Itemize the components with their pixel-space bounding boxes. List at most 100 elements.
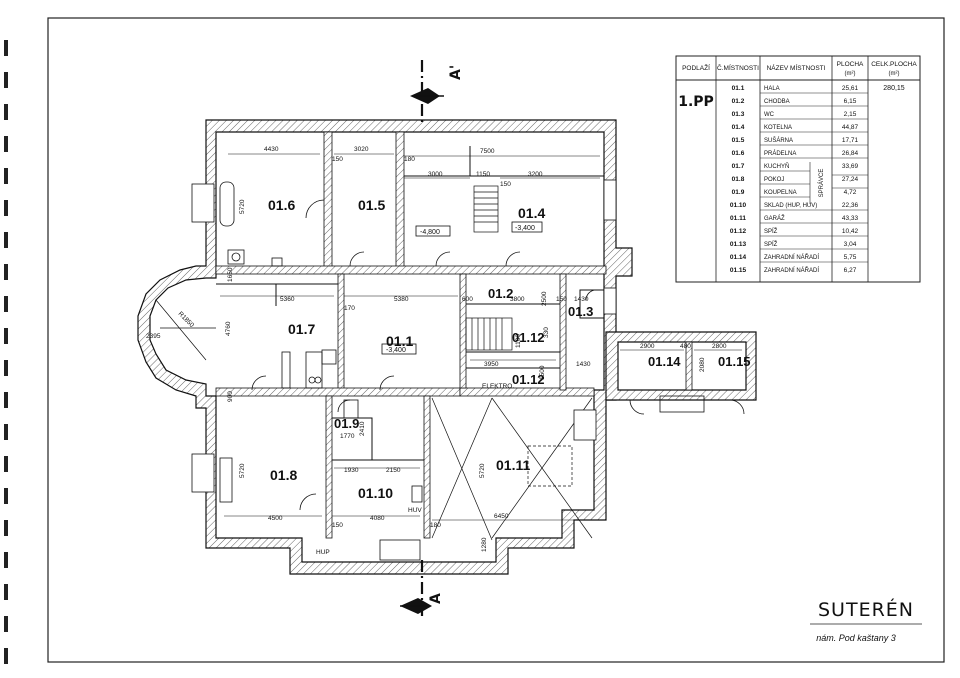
dim-1930: 1930 (344, 467, 359, 474)
room-label-01-6: 01.6 (268, 197, 295, 213)
legend-row-name: ZAHRADNÍ NÁŘADÍ (764, 266, 819, 274)
dim-1500: 1500 (539, 365, 546, 380)
room-label-01-12b: 01.12 (512, 372, 545, 387)
legend-row-area: 6,27 (844, 267, 857, 274)
room-labels: 01.6 01.5 01.4 01.7 01.1 01.2 01.3 01.12… (268, 197, 751, 501)
dim-3020: 3020 (354, 146, 369, 153)
legend-row-name: KOUPELNA (764, 190, 797, 196)
legend-row-number: 01.13 (730, 241, 747, 248)
level-markers: -4,800 -3,400 -3,400 (386, 225, 535, 354)
dim-180-a: 180 (404, 156, 415, 163)
legend-row-number: 01.3 (732, 111, 745, 118)
dim-1650: 1650 (227, 267, 234, 282)
dim-3800: 3800 (510, 296, 525, 303)
legend-row-area: 3,04 (844, 241, 857, 248)
dim-2395: 2395 (146, 333, 161, 340)
garage-markings (431, 397, 593, 541)
dim-4500: 4500 (268, 515, 283, 522)
legend-row-number: 01.10 (730, 202, 747, 209)
dim-radius: R1850 (177, 310, 196, 329)
legend-row-area: 26,84 (842, 150, 859, 157)
room-label-01-1: 01.1 (386, 333, 413, 349)
room-label-01-7: 01.7 (288, 321, 315, 337)
dim-600: 600 (462, 296, 473, 303)
legend-row-number: 01.5 (732, 137, 745, 144)
level-kotelna: -4,800 (420, 229, 440, 236)
legend-row-area: 17,71 (842, 137, 859, 144)
dim-4430: 4430 (264, 146, 279, 153)
dimensions: 4430 3020 7500 150 180 3000 1150 3200 15… (146, 146, 742, 552)
legend-row-number: 01.14 (730, 254, 747, 261)
room-label-01-14: 01.14 (648, 354, 681, 369)
label-huv: HUV (408, 507, 422, 514)
legend-row-name: WC (764, 112, 775, 118)
room-label-01-4: 01.4 (518, 205, 545, 221)
legend-row-number: 01.9 (732, 189, 745, 196)
legend-row-number: 01.8 (732, 176, 745, 183)
dim-4080: 4080 (370, 515, 385, 522)
interior-walls (215, 131, 693, 539)
dim-150-c: 150 (556, 296, 567, 303)
dim-1430-b: 1430 (576, 361, 591, 368)
dim-330: 330 (543, 327, 550, 338)
legend-total-area: 280,15 (883, 85, 905, 92)
legend-row-number: 01.11 (730, 215, 746, 222)
dim-7500: 7500 (480, 148, 495, 155)
dim-5380: 5380 (394, 296, 409, 303)
dim-3200: 3200 (528, 171, 543, 178)
legend-row-number: 01.6 (732, 150, 745, 157)
legend-row-area: 25,61 (842, 85, 859, 92)
legend-group-label: SPRÁVCE (818, 169, 825, 198)
label-hup: HUP (316, 549, 330, 556)
dim-1150: 1150 (476, 171, 490, 178)
level-hala: -3,400 (386, 347, 406, 354)
legend-row-name: SKLAD (HUP, HUV) (764, 203, 817, 209)
legend-row-area: 27,24 (842, 176, 859, 183)
window-marks (191, 179, 617, 493)
dim-480: 480 (680, 343, 691, 350)
dim-3950: 3950 (484, 361, 499, 368)
legend-row-name: KOTELNA (764, 125, 792, 131)
room-label-01-9: 01.9 (334, 416, 359, 431)
legend-row-area: 6,15 (844, 98, 857, 105)
dim-2900: 2900 (640, 343, 655, 350)
dim-3000: 3000 (428, 171, 443, 178)
legend-row-area: 4,72 (844, 189, 857, 196)
floor-plan: A' A 01.6 01.5 01.4 01.7 01.1 01.2 01.3 … (137, 60, 757, 620)
dim-5720-b: 5720 (239, 463, 246, 478)
legend-row-number: 01.2 (732, 98, 745, 105)
legend-row-number: 01.12 (730, 228, 747, 235)
dim-2080: 2080 (699, 357, 706, 372)
dim-2150: 2150 (386, 467, 401, 474)
legend-row-name: GARÁŽ (764, 214, 785, 222)
legend-row-area: 43,33 (842, 215, 859, 222)
legend-header-area-unit: (m²) (845, 71, 856, 77)
dim-2410: 2410 (359, 421, 366, 436)
legend-header-name: NÁZEV MÍSTNOSTI (767, 63, 826, 72)
legend-row-name: HALA (764, 86, 780, 92)
dim-150-b: 150 (500, 181, 511, 188)
legend-row-name: CHODBA (764, 99, 790, 105)
label-elektro: ELEKTRO. (482, 383, 514, 390)
dim-6450: 6450 (494, 513, 509, 520)
room-label-01-5: 01.5 (358, 197, 385, 213)
legend-header-area: PLOCHA (837, 61, 864, 68)
room-label-01-12a: 01.12 (512, 330, 545, 345)
fixtures (219, 181, 705, 561)
dim-2800: 2800 (712, 343, 727, 350)
legend-row-area: 22,36 (842, 202, 859, 209)
section-cut-markers (400, 60, 444, 620)
legend-row-name: SPÍŽ (764, 227, 778, 235)
apse-markings (155, 299, 216, 361)
dim-150-d: 150 (332, 522, 343, 529)
dim-5720-a: 5720 (239, 199, 246, 214)
drawing-subtitle: nám. Pod kaštany 3 (816, 633, 896, 643)
binding-marks (4, 40, 8, 664)
legend-row-area: 5,75 (844, 254, 857, 261)
stair-chodba (465, 317, 513, 351)
legend-row-name: SUŠÁRNA (764, 137, 793, 144)
legend-floor-code: 1.PP (678, 94, 714, 110)
legend-row-number: 01.7 (732, 163, 745, 170)
